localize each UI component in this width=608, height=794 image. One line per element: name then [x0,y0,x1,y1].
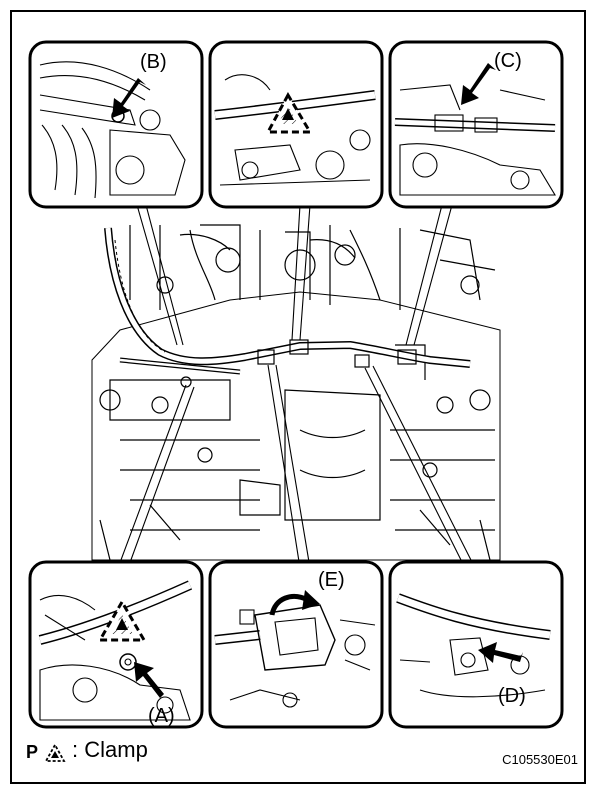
main-engine-view [91,224,501,561]
label-e: (E) [318,569,345,591]
leader-lines [117,204,476,569]
figure-code: C105530E01 [502,752,578,767]
panel-d [388,560,564,729]
legend-prefix: P [26,742,39,762]
legend: P : Clamp [26,737,148,763]
panel-c [388,40,564,209]
legend-text: : Clamp [72,737,148,762]
label-d: (D) [498,685,526,707]
panel-a [28,560,204,729]
panel-b [28,40,204,209]
arrow-b-icon [112,78,146,118]
clamp-triangle-icon [265,91,313,134]
arrow-c-icon [461,63,496,105]
figure-frame [10,10,586,784]
arrow-a-icon [134,662,168,698]
arrow-d-icon [478,642,523,663]
panel-e [208,560,384,729]
label-b: (B) [140,51,167,73]
label-c: (C) [494,50,522,72]
clamp-triangle-icon [44,743,66,762]
label-a: (A) [148,705,175,727]
rotate-arrow-icon [269,590,320,616]
pointer-arrows [112,63,523,698]
clamp-triangle-icon [97,599,147,642]
